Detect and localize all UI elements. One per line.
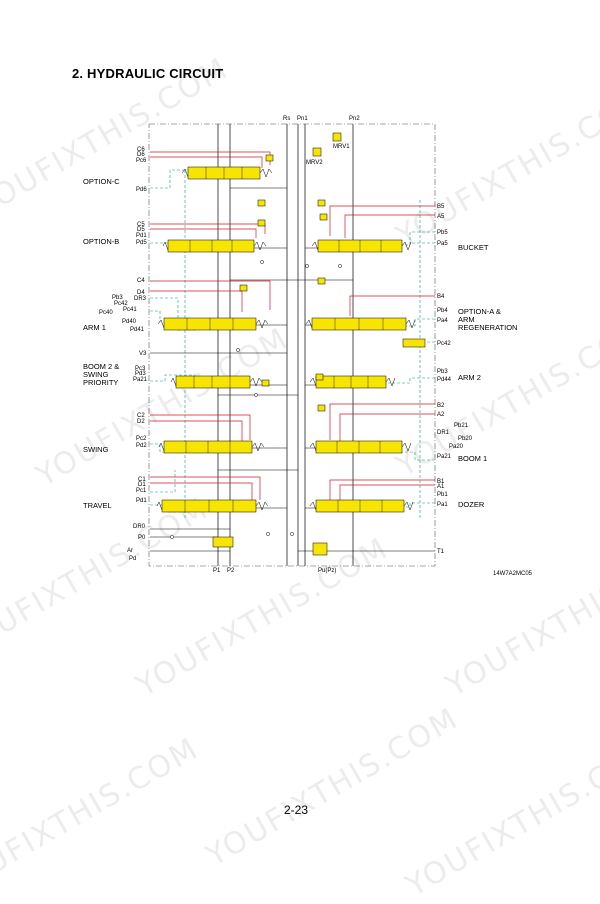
port-label: Pd5 xyxy=(136,240,147,246)
check-valves xyxy=(170,260,342,539)
port-label: A1 xyxy=(437,484,445,490)
port-label: Pc6 xyxy=(136,158,147,164)
port-label: Pb20 xyxy=(458,436,473,442)
port-label: A5 xyxy=(437,214,445,220)
port-label: Pc3 xyxy=(135,366,146,372)
section-label-option-c: OPTION-C xyxy=(83,177,120,186)
port-label: D2 xyxy=(137,419,145,425)
section-label-arm2: ARM 2 xyxy=(458,373,481,382)
pilot-lines xyxy=(150,169,435,520)
port-label: P2 xyxy=(227,568,235,574)
section-label-dozer: DOZER xyxy=(458,500,485,509)
section-label-travel: TRAVEL xyxy=(83,501,112,510)
port-label: Pn2 xyxy=(349,116,360,122)
port-label: DR3 xyxy=(134,296,147,302)
port-label: Pa1 xyxy=(437,502,448,508)
pilot-valve-pc42 xyxy=(402,338,426,348)
port-label: Pd3 xyxy=(135,371,146,377)
section-label-boom2: BOOM 2 & xyxy=(83,362,119,371)
port-label: P1 xyxy=(213,568,221,574)
port-label: Pa21 xyxy=(133,377,148,383)
port-label: Pc42 xyxy=(437,341,451,347)
section-title: 2. HYDRAULIC CIRCUIT xyxy=(72,66,224,81)
port-label: D4 xyxy=(137,290,145,296)
spool-springs xyxy=(156,168,416,511)
main-pressure-lines xyxy=(217,124,354,566)
port-label: Pb3 xyxy=(437,369,448,375)
page-number: 2-23 xyxy=(284,803,309,817)
port-label: C6 xyxy=(137,147,145,153)
port-label: Pd1 xyxy=(136,233,147,239)
port-label: Pd44 xyxy=(437,377,452,383)
spool-valves xyxy=(161,132,426,556)
port-label: DR0 xyxy=(133,524,146,530)
mrv1-body xyxy=(332,132,342,142)
port-label: C5 xyxy=(137,222,145,228)
port-label: Pd2 xyxy=(136,443,147,449)
port-label: B5 xyxy=(437,204,445,210)
port-label: Pa20 xyxy=(449,444,464,450)
valve-p1 xyxy=(212,536,234,548)
port-label: A2 xyxy=(437,412,445,418)
port-label: Pd6 xyxy=(136,187,147,193)
section-label-boom1: BOOM 1 xyxy=(458,454,487,463)
diagram-frame xyxy=(148,123,436,567)
port-label: D6 xyxy=(137,152,145,158)
section-label-option-a: OPTION-A & xyxy=(458,307,501,316)
left-port-labels: C6 D6 Pc6 Pd6 C5 D5 Pd1 Pd5 C4 D4 Pb3 DR… xyxy=(99,147,148,562)
port-label: Pd41 xyxy=(130,327,145,333)
section-label-boom2: SWING xyxy=(83,370,109,379)
port-label: Pd40 xyxy=(122,319,137,325)
port-label: Pb1 xyxy=(437,492,448,498)
port-label: Pa21 xyxy=(437,454,452,460)
port-label: DR1 xyxy=(437,430,450,436)
port-label: Pc2 xyxy=(136,436,147,442)
port-label: Rs xyxy=(283,116,290,122)
section-label-option-a: ARM xyxy=(458,315,475,324)
port-label: Pb4 xyxy=(437,308,448,314)
port-label: T1 xyxy=(437,549,445,555)
port-label: Pc40 xyxy=(99,310,113,316)
port-label: Pu(Pz) xyxy=(318,568,336,574)
port-label: Pc41 xyxy=(123,307,137,313)
port-label: Pa4 xyxy=(437,318,448,324)
port-label: Pc1 xyxy=(136,488,147,494)
hydraulic-circuit-diagram: Rs Pn1 Pn2 MRV1 MRV2 P1 P2 Pu(Pz) 14W7A2… xyxy=(83,116,533,577)
port-label: C4 xyxy=(137,278,145,284)
port-label: Ar xyxy=(127,548,133,554)
valve-pz xyxy=(312,542,328,556)
section-label-arm1: ARM 1 xyxy=(83,323,106,332)
section-label-option-a: REGENERATION xyxy=(458,323,517,332)
diagram-code: 14W7A2MC05 xyxy=(493,571,533,577)
port-label: B4 xyxy=(437,294,445,300)
mrv2-body xyxy=(312,147,322,157)
section-label-option-b: OPTION-B xyxy=(83,237,119,246)
port-label: C1 xyxy=(138,477,146,483)
port-label: Pb21 xyxy=(454,423,469,429)
port-label: Pa5 xyxy=(437,241,448,247)
section-label-bucket: BUCKET xyxy=(458,243,489,252)
spool-dividers xyxy=(184,167,384,512)
port-label: Pd xyxy=(129,556,136,562)
right-port-labels: B5 A5 Pb5 Pa5 B4 Pb4 Pa4 Pc42 Pb3 Pd44 B… xyxy=(437,204,473,555)
port-label: C2 xyxy=(137,413,145,419)
port-label: D1 xyxy=(138,482,146,488)
spool-boom2-swing-priority xyxy=(175,375,251,389)
port-label: Pn1 xyxy=(297,116,308,122)
relief-valve-label: MRV1 xyxy=(333,144,350,150)
port-label: Pb3 xyxy=(112,295,123,301)
relief-valve-label: MRV2 xyxy=(306,160,323,166)
port-label: Pb5 xyxy=(437,230,448,236)
port-label: B2 xyxy=(437,403,445,409)
port-label: Pc42 xyxy=(114,301,128,307)
port-label: Pd1 xyxy=(136,498,147,504)
port-label: D5 xyxy=(137,227,145,233)
section-label-swing: SWING xyxy=(83,445,109,454)
spool-option-b xyxy=(167,239,255,253)
port-label: B1 xyxy=(437,479,445,485)
section-label-boom2: PRIORITY xyxy=(83,378,118,387)
port-label: P0 xyxy=(138,535,146,541)
port-label: V3 xyxy=(139,351,147,357)
